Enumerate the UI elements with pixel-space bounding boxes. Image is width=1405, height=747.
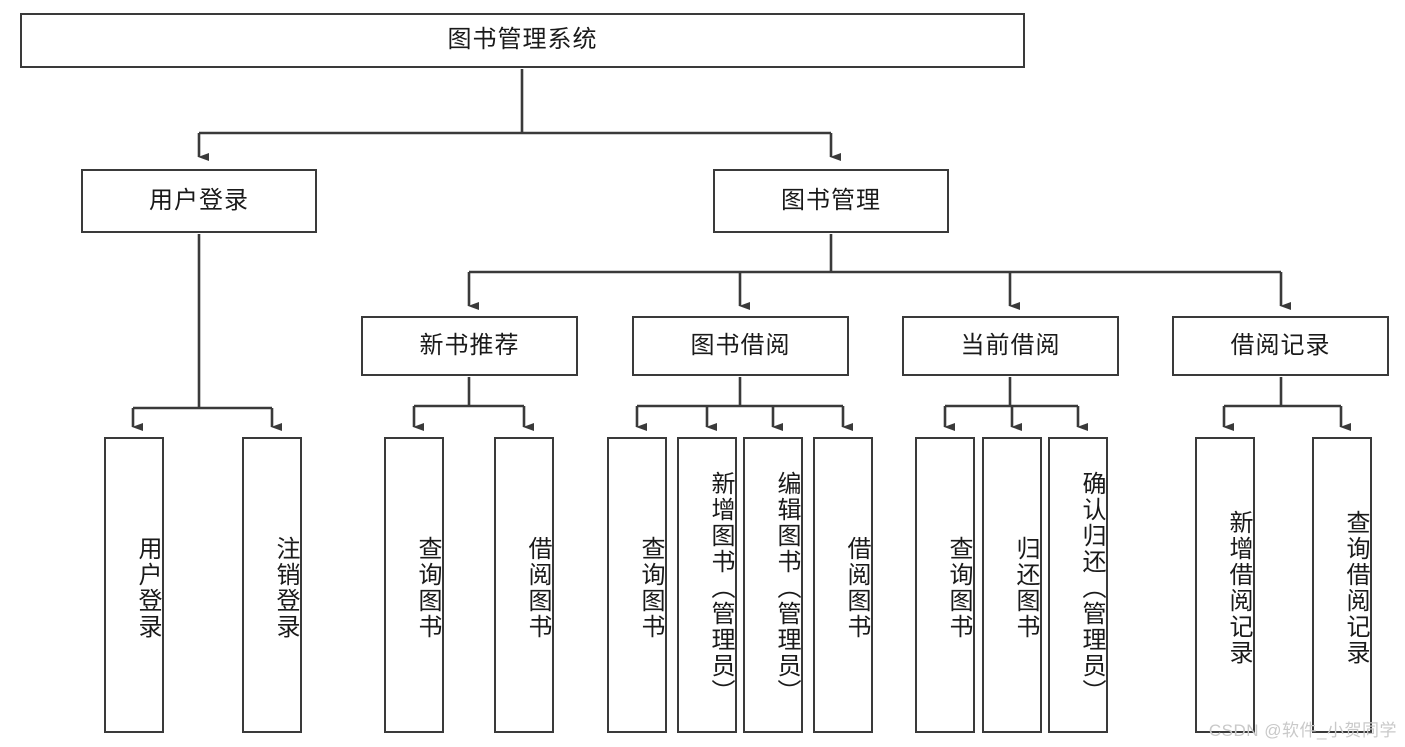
node-book-manage[interactable]: 图书管理	[713, 169, 949, 233]
node-leaf-query-book-2[interactable]: 查询图书	[607, 437, 667, 733]
node-leaf-logout-login-label: 注销登录	[272, 536, 299, 640]
node-leaf-query-record-label: 查询借阅记录	[1342, 510, 1369, 666]
node-new-book-recommend[interactable]: 新书推荐	[361, 316, 578, 376]
node-leaf-confirm-return[interactable]: 确认归还（管理员）	[1048, 437, 1108, 733]
node-leaf-edit-book[interactable]: 编辑图书（管理员）	[743, 437, 803, 733]
node-leaf-user-login[interactable]: 用户登录	[104, 437, 164, 733]
node-leaf-add-book[interactable]: 新增图书（管理员）	[677, 437, 737, 733]
node-leaf-user-login-label: 用户登录	[134, 536, 161, 640]
node-borrow-record[interactable]: 借阅记录	[1172, 316, 1389, 376]
node-leaf-borrow-book-2-label: 借阅图书	[843, 536, 870, 640]
node-leaf-borrow-book-2[interactable]: 借阅图书	[813, 437, 873, 733]
node-leaf-borrow-book-1-label: 借阅图书	[524, 536, 551, 640]
node-leaf-add-record[interactable]: 新增借阅记录	[1195, 437, 1255, 733]
node-current-borrow[interactable]: 当前借阅	[902, 316, 1119, 376]
csdn-watermark: CSDN @软件_小贺同学	[1208, 721, 1397, 740]
node-leaf-query-book-2-label: 查询图书	[637, 536, 664, 640]
node-leaf-query-book-1[interactable]: 查询图书	[384, 437, 444, 733]
node-leaf-add-record-label: 新增借阅记录	[1225, 510, 1252, 666]
node-borrow-record-label: 借阅记录	[1230, 331, 1331, 359]
node-leaf-query-record[interactable]: 查询借阅记录	[1312, 437, 1372, 733]
node-leaf-query-book-1-label: 查询图书	[414, 536, 441, 640]
node-user-login-label: 用户登录	[149, 186, 249, 214]
node-root-label: 图书管理系统	[447, 26, 598, 54]
node-leaf-query-book-3[interactable]: 查询图书	[915, 437, 975, 733]
node-leaf-query-book-3-label: 查询图书	[945, 536, 972, 640]
node-leaf-confirm-return-label: 确认归还（管理员）	[1078, 471, 1105, 705]
node-book-borrow[interactable]: 图书借阅	[632, 316, 849, 376]
node-user-login[interactable]: 用户登录	[81, 169, 317, 233]
node-leaf-edit-book-label: 编辑图书（管理员）	[773, 471, 800, 705]
node-new-book-recommend-label: 新书推荐	[419, 331, 520, 359]
node-leaf-return-book-label: 归还图书	[1012, 536, 1039, 640]
node-leaf-return-book[interactable]: 归还图书	[982, 437, 1042, 733]
node-book-manage-label: 图书管理	[781, 186, 881, 214]
node-leaf-logout-login[interactable]: 注销登录	[242, 437, 302, 733]
node-root[interactable]: 图书管理系统	[20, 13, 1025, 68]
node-leaf-add-book-label: 新增图书（管理员）	[707, 471, 734, 705]
node-book-borrow-label: 图书借阅	[690, 331, 791, 359]
node-leaf-borrow-book-1[interactable]: 借阅图书	[494, 437, 554, 733]
node-current-borrow-label: 当前借阅	[960, 331, 1061, 359]
